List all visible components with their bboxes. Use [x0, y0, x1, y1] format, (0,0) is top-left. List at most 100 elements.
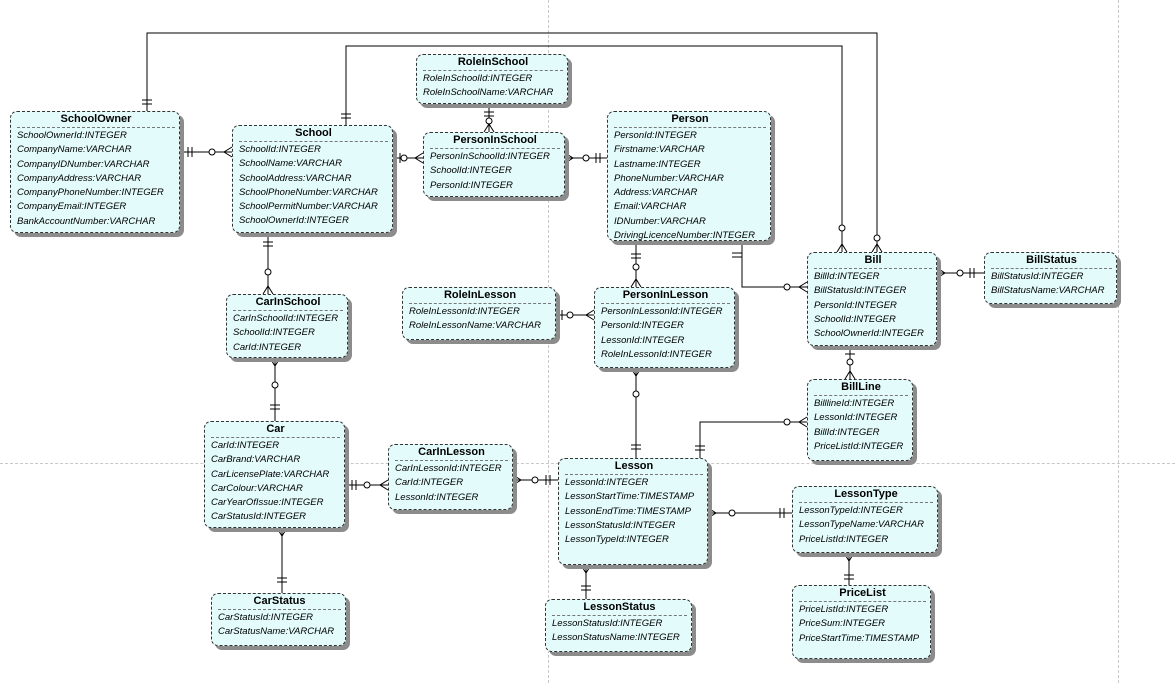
attribute-list: LessonTypeId:INTEGER LessonTypeName:VARC…: [799, 502, 933, 547]
attribute: LessonStartTime:TIMESTAMP: [565, 491, 695, 503]
attribute: IDNumber:VARCHAR: [614, 215, 706, 227]
optional-marker: [582, 154, 590, 162]
many-marker: [483, 123, 495, 133]
entity-pricelist[interactable]: PriceList PriceListId:INTEGER PriceSum:I…: [792, 585, 931, 659]
entity-title: LessonStatus: [583, 601, 656, 613]
attribute: BillStatusName:VARCHAR: [991, 285, 1105, 297]
attribute-list: CarInLessonId:INTEGER CarId:INTEGER Less…: [395, 460, 508, 505]
entity-carinlesson[interactable]: CarInLesson CarInLessonId:INTEGER CarId:…: [388, 444, 513, 510]
many-marker: [262, 285, 274, 295]
attribute: SchoolAddress:VARCHAR: [239, 172, 352, 184]
attribute: LessonTypeId:INTEGER: [799, 505, 903, 516]
attribute: SchoolId:INTEGER: [233, 327, 315, 339]
entity-schoolowner[interactable]: SchoolOwner SchoolOwnerId:INTEGER Compan…: [10, 111, 180, 233]
entity-billline[interactable]: BillLine BilllineId:INTEGER LessonId:INT…: [807, 379, 913, 461]
many-marker: [798, 281, 808, 293]
optional-marker: [632, 390, 640, 398]
attribute: CompanyIDNumber:VARCHAR: [17, 158, 150, 170]
optional-marker: [873, 234, 881, 242]
page-break-vertical: [548, 0, 549, 683]
attribute: DrivingLicenceNumber:INTEGER: [614, 230, 755, 242]
optional-marker: [783, 283, 791, 291]
entity-title: School: [295, 127, 332, 139]
entity-title: PersonInLesson: [622, 289, 709, 301]
attribute: PersonId:INTEGER: [430, 179, 513, 191]
attribute: LessonTypeId:INTEGER: [565, 534, 669, 546]
attribute-list: CarStatusId:INTEGER CarStatusName:VARCHA…: [218, 609, 341, 640]
many-marker: [585, 309, 595, 321]
many-marker: [836, 243, 848, 253]
attribute-list: CarInSchoolId:INTEGER SchoolId:INTEGER C…: [233, 310, 343, 355]
entity-personinlesson[interactable]: PersonInLesson PersonInLessonId:INTEGER …: [594, 287, 735, 368]
entity-title: Car: [266, 423, 285, 435]
entity-lessonstatus[interactable]: LessonStatus LessonStatusId:INTEGER Less…: [545, 599, 692, 652]
attribute-list: PriceListId:INTEGER PriceSum:INTEGER Pri…: [799, 601, 926, 646]
attribute: SchoolOwnerId:INTEGER: [814, 328, 924, 340]
entity-lesson[interactable]: Lesson LessonId:INTEGER LessonStartTime:…: [558, 458, 708, 565]
entity-title: CarStatus: [253, 595, 306, 607]
relationship-line: [345, 45, 843, 252]
attribute-list: RoleInSchoolId:INTEGER RoleInSchoolName:…: [423, 70, 563, 101]
many-marker: [564, 152, 574, 164]
entity-title: SchoolOwner: [60, 113, 132, 125]
attribute: LessonId:INTEGER: [565, 477, 649, 488]
many-marker: [414, 152, 424, 164]
optional-marker: [208, 148, 216, 156]
entity-title: RoleInSchool: [457, 56, 529, 68]
many-marker: [936, 267, 946, 279]
optional-marker: [846, 358, 854, 366]
attribute: Firstname:VARCHAR: [614, 144, 705, 156]
entity-personinschool[interactable]: PersonInSchool PersonInSchoolId:INTEGER …: [423, 132, 565, 197]
attribute-list: LessonId:INTEGER LessonStartTime:TIMESTA…: [565, 474, 703, 547]
relationship-line: [741, 241, 807, 288]
entity-person[interactable]: Person PersonId:INTEGER Firstname:VARCHA…: [607, 111, 771, 241]
optional-marker: [838, 224, 846, 232]
attribute: PersonInLessonId:INTEGER: [601, 306, 723, 317]
optional-marker: [728, 509, 736, 517]
attribute: CarLicensePlate:VARCHAR: [211, 468, 330, 480]
attribute: CarColour:VARCHAR: [211, 482, 303, 494]
relationship-line: [699, 421, 807, 458]
attribute-list: BilllineId:INTEGER LessonId:INTEGER Bill…: [814, 395, 908, 454]
entity-carstatus[interactable]: CarStatus CarStatusId:INTEGER CarStatusN…: [211, 593, 346, 646]
attribute-list: SchoolId:INTEGER SchoolName:VARCHAR Scho…: [239, 141, 388, 229]
optional-marker: [956, 269, 964, 277]
entity-title: BillLine: [841, 381, 881, 393]
entity-lessontype[interactable]: LessonType LessonTypeId:INTEGER LessonTy…: [792, 486, 938, 553]
attribute: CarId:INTEGER: [233, 341, 302, 353]
attribute: BilllineId:INTEGER: [814, 398, 895, 409]
many-marker: [707, 507, 717, 519]
many-marker: [379, 479, 389, 491]
attribute: RoleInSchoolId:INTEGER: [423, 73, 533, 84]
attribute: Lastname:INTEGER: [614, 158, 701, 170]
optional-marker: [264, 268, 272, 276]
many-marker: [630, 367, 642, 377]
entity-roleinlesson[interactable]: RoleInLesson RoleInLessonId:INTEGER Role…: [402, 287, 556, 340]
entity-car[interactable]: Car CarId:INTEGER CarBrand:VARCHAR CarLi…: [204, 421, 345, 528]
entity-roleinschool[interactable]: RoleInSchool RoleInSchoolId:INTEGER Role…: [416, 54, 568, 104]
attribute: LessonEndTime:TIMESTAMP: [565, 505, 691, 517]
attribute: SchoolId:INTEGER: [239, 144, 321, 155]
entity-title: CarInLesson: [418, 446, 485, 458]
entity-carinschool[interactable]: CarInSchool CarInSchoolId:INTEGER School…: [226, 294, 348, 358]
many-marker: [512, 474, 522, 486]
attribute: CompanyEmail:INTEGER: [17, 201, 127, 213]
attribute: LessonId:INTEGER: [395, 491, 479, 503]
attribute: SchoolId:INTEGER: [814, 313, 896, 325]
attribute: LessonStatusId:INTEGER: [552, 618, 663, 629]
entity-bill[interactable]: Bill BillId:INTEGER BillStatusId:INTEGER…: [807, 252, 937, 346]
entity-title: BillStatus: [1026, 254, 1077, 266]
attribute: PriceListId:INTEGER: [799, 533, 889, 545]
entity-school[interactable]: School SchoolId:INTEGER SchoolName:VARCH…: [232, 125, 393, 233]
entity-title: PriceList: [839, 587, 886, 599]
attribute: BankAccountNumber:VARCHAR: [17, 215, 156, 227]
attribute: PriceListId:INTEGER: [799, 604, 889, 615]
attribute: SchoolId:INTEGER: [430, 165, 512, 177]
attribute: CompanyPhoneNumber:INTEGER: [17, 187, 164, 199]
attribute-list: PersonInLessonId:INTEGER PersonId:INTEGE…: [601, 303, 730, 362]
attribute: PhoneNumber:VARCHAR: [614, 172, 724, 184]
attribute-list: LessonStatusId:INTEGER LessonStatusName:…: [552, 615, 687, 646]
entity-billstatus[interactable]: BillStatus BillStatusId:INTEGER BillStat…: [984, 252, 1117, 304]
many-marker: [580, 564, 592, 574]
